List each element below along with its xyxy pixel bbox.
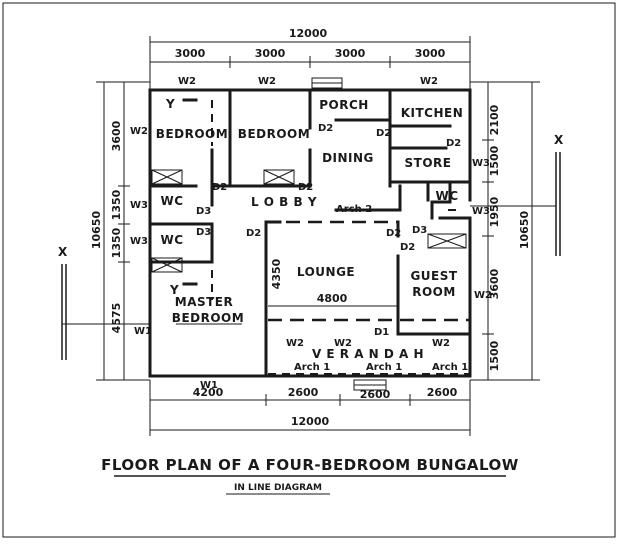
door-d2-bedroom: D2 <box>212 182 227 193</box>
arch-1-left: Arch 1 <box>294 362 330 373</box>
room-porch: PORCH <box>319 98 369 112</box>
room-lobby: L O B B Y <box>251 195 317 209</box>
door-d2-porch: D2 <box>318 123 333 134</box>
marker-y-bottom: Y <box>169 283 179 297</box>
walls <box>148 88 472 378</box>
window-w2-top-3: W2 <box>420 76 438 87</box>
window-w2-right: W2 <box>474 290 492 301</box>
room-guest-line1: GUEST <box>410 269 457 283</box>
door-d2-kitchen: D2 <box>376 128 391 139</box>
plan-title: FLOOR PLAN OF A FOUR-BEDROOM BUNGALOW <box>101 456 519 474</box>
door-d3-wc1: D3 <box>196 206 211 217</box>
section-x-left: X <box>58 245 68 259</box>
room-verandah: V E R A N D A H <box>312 347 424 361</box>
room-wc-3: WC <box>435 189 458 203</box>
dim-left-1: 3600 <box>110 120 123 151</box>
dim-bottom-1: 4200 <box>193 386 224 399</box>
dim-right-5: 1500 <box>488 340 501 371</box>
dim-lounge-width: 4800 <box>317 292 348 305</box>
page-frame <box>2 2 616 538</box>
room-master-line1: MASTER <box>175 295 234 309</box>
room-bedroom-1: BEDROOM <box>156 127 228 141</box>
dim-right-overall: 10650 <box>518 211 531 250</box>
section-marker-right <box>470 152 561 256</box>
dim-left-3: 1350 <box>110 227 123 258</box>
door-d2-guest: D2 <box>400 242 415 253</box>
window-w1-left: W1 <box>134 326 152 337</box>
dim-overall-top: 12000 <box>289 27 328 40</box>
door-d2-bedroom-2: D2 <box>298 182 313 193</box>
arch-1-right: Arch 1 <box>432 362 468 373</box>
dim-right-4: 3600 <box>488 268 501 299</box>
room-wc-1: WC <box>160 194 183 208</box>
dim-top-4: 3000 <box>415 47 446 60</box>
dim-top-3: 3000 <box>335 47 366 60</box>
dim-left-2: 1350 <box>110 189 123 220</box>
door-d2-lounge: D2 <box>246 228 261 239</box>
section-x-right: X <box>554 133 564 147</box>
plan-subtitle: IN LINE DIAGRAM <box>234 483 322 493</box>
window-w3-right-1: W3 <box>472 158 490 169</box>
door-d2-lobby: D2 <box>386 228 401 239</box>
window-w2-verandah-2: W2 <box>334 338 352 349</box>
dim-bottom-4: 2600 <box>427 386 458 399</box>
door-d3-wc3: D3 <box>412 225 427 236</box>
dashed-openings <box>211 100 470 375</box>
window-w3-right-2: W3 <box>472 206 490 217</box>
dim-overall-bottom: 12000 <box>291 415 330 428</box>
window-w2-verandah-3: W2 <box>432 338 450 349</box>
dim-top-1: 3000 <box>175 47 206 60</box>
dim-left-overall: 10650 <box>90 211 103 250</box>
room-dining: DINING <box>322 151 374 165</box>
door-d3-wc2: D3 <box>196 227 211 238</box>
dim-lounge-height: 4350 <box>270 258 283 289</box>
window-w2-verandah-1: W2 <box>286 338 304 349</box>
dim-bottom-3: 2600 <box>360 388 391 401</box>
room-master-line2: BEDROOM <box>172 311 244 325</box>
door-d1-verandah: D1 <box>374 327 389 338</box>
window-w3-left-2: W3 <box>130 236 148 247</box>
window-w2-top-2: W2 <box>258 76 276 87</box>
window-w2-left: W2 <box>130 126 148 137</box>
arch-2: Arch 2 <box>336 204 372 215</box>
dim-top-2: 3000 <box>255 47 286 60</box>
window-w3-left-1: W3 <box>130 200 148 211</box>
marker-y-top: Y <box>165 97 175 111</box>
door-d2-store: D2 <box>446 138 461 149</box>
arch-1-mid: Arch 1 <box>366 362 402 373</box>
window-w2-top-1: W2 <box>178 76 196 87</box>
dim-right-3: 1950 <box>488 196 501 227</box>
fixtures <box>151 169 467 273</box>
dim-right-2: 1500 <box>488 145 501 176</box>
room-store: STORE <box>405 156 452 170</box>
room-wc-2: WC <box>160 233 183 247</box>
dim-right-1: 2100 <box>488 104 501 135</box>
section-marker-left <box>61 264 150 360</box>
dim-bottom-2: 2600 <box>288 386 319 399</box>
dim-left-4: 4575 <box>110 303 123 334</box>
dimension-lines <box>96 36 540 436</box>
room-guest-line2: ROOM <box>412 285 456 299</box>
window-w1-bottom: W1 <box>200 380 218 391</box>
room-lounge: LOUNGE <box>297 265 355 279</box>
room-kitchen: KITCHEN <box>401 106 464 120</box>
room-bedroom-2: BEDROOM <box>238 127 310 141</box>
